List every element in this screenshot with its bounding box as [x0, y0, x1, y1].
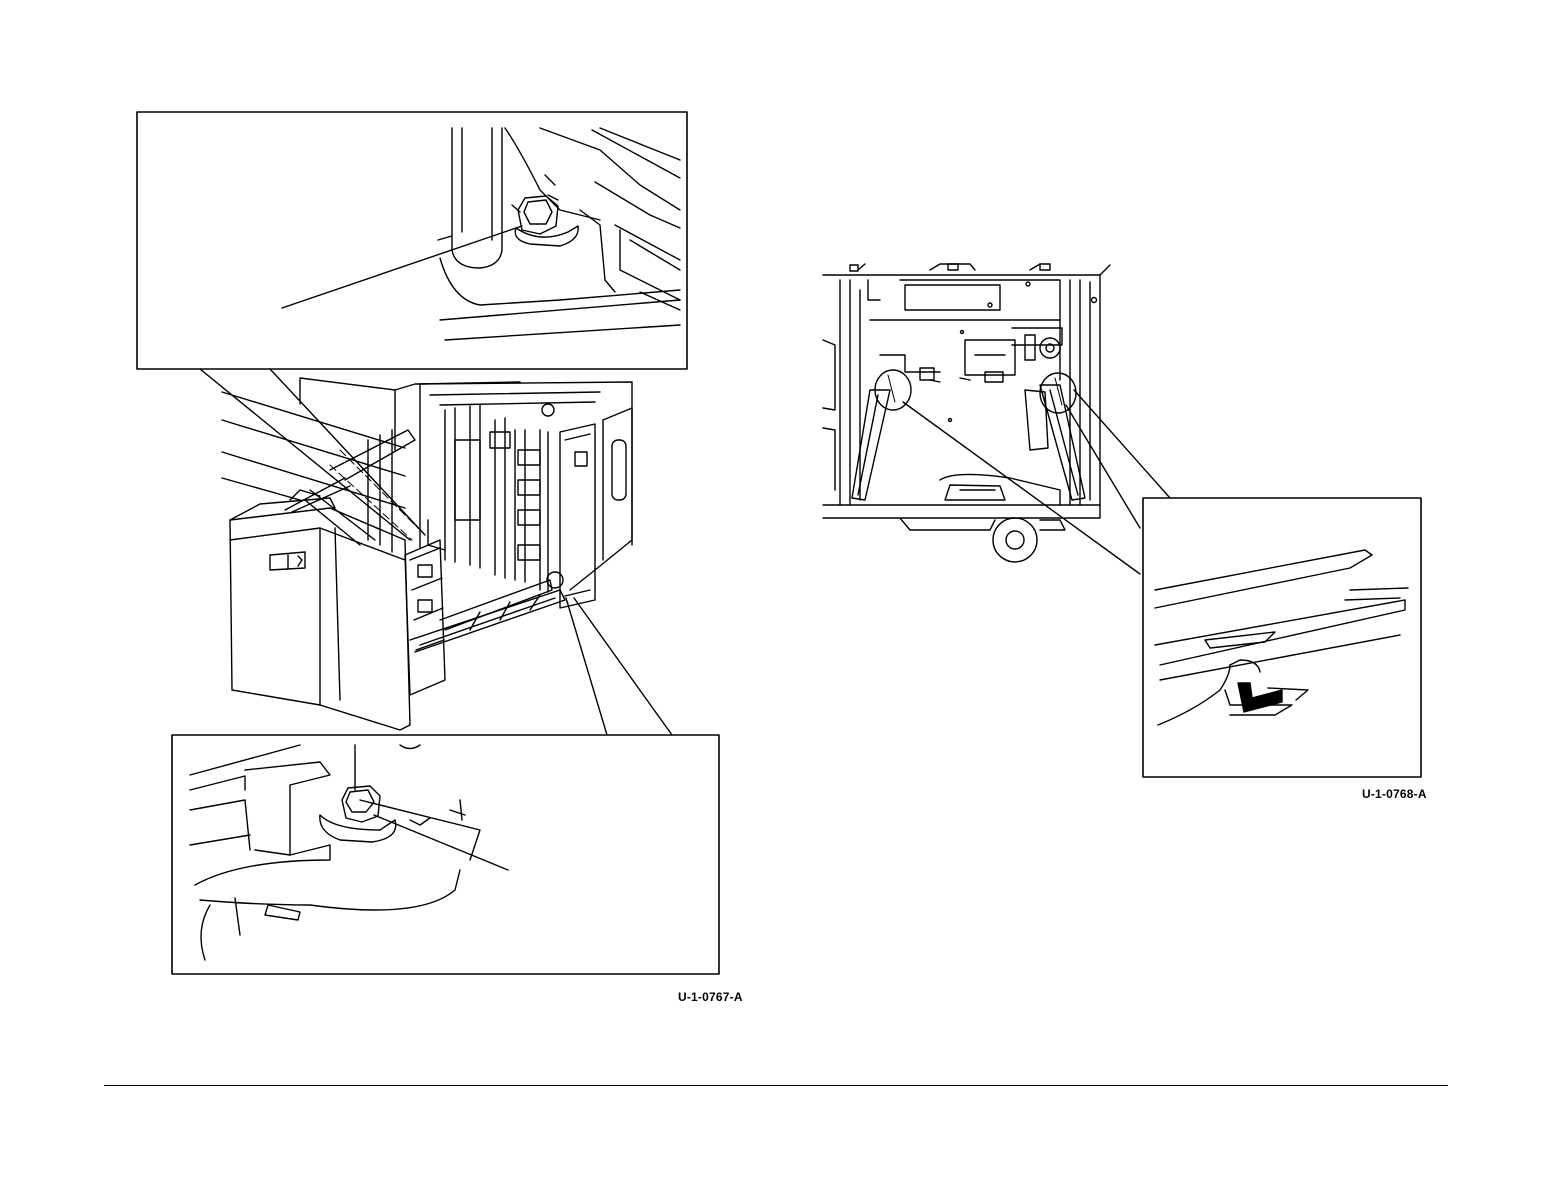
figure-right-tray-bay — [823, 264, 1421, 777]
detail-box-bottom-bolt — [172, 735, 719, 974]
detail-box-rail-release — [1143, 498, 1421, 777]
figure-left-tray-drawer — [137, 112, 719, 974]
detail-box-top-bolt — [137, 112, 687, 369]
footer-rule — [104, 1085, 1448, 1086]
tray-drawer-drawing — [222, 378, 632, 730]
callout-line-right-1 — [903, 402, 1140, 574]
callout-line-bottom-2 — [574, 598, 672, 735]
callout-line-bottom-1 — [566, 598, 607, 735]
callout-line-right-3 — [1074, 390, 1170, 498]
figure-code-left: U-1-0767-A — [678, 990, 743, 1004]
callout-line-top-2 — [270, 369, 425, 535]
tray-bay-drawing — [823, 264, 1110, 562]
figure-code-right: U-1-0768-A — [1362, 787, 1427, 801]
